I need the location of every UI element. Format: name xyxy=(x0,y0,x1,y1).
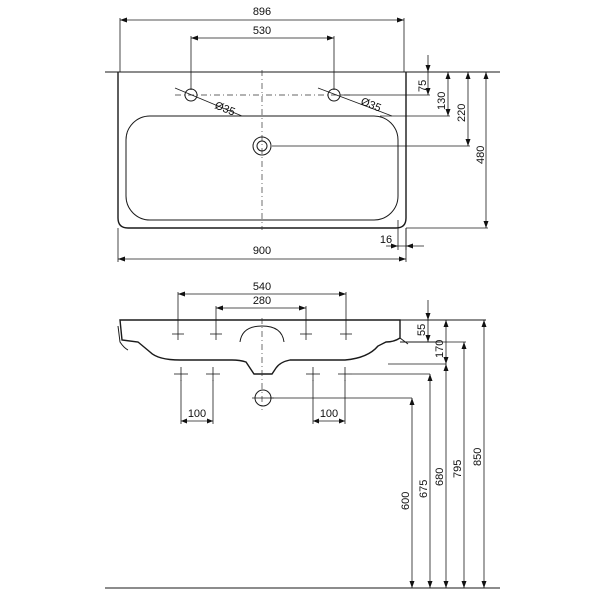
dim-850-label: 850 xyxy=(472,448,484,466)
leader-hole-left xyxy=(174,87,243,117)
dim-530-label: 530 xyxy=(253,25,271,37)
dim-130-label: 130 xyxy=(436,92,448,110)
arrows-55 xyxy=(425,313,431,342)
basin-edge-right xyxy=(399,337,409,345)
dim-675-label: 675 xyxy=(418,480,430,498)
bowl-outline-top xyxy=(125,115,399,221)
dim-540-label: 540 xyxy=(253,281,271,293)
arrows-75 xyxy=(425,65,431,95)
dim-900-label: 900 xyxy=(253,245,271,257)
dim-55-label: 55 xyxy=(416,324,428,336)
wall-holes xyxy=(174,367,352,381)
dim-795-label: 795 xyxy=(452,460,464,478)
front-view: 540 280 100 100 xyxy=(105,281,500,589)
basin-edge-left xyxy=(117,325,129,351)
dim-280-label: 280 xyxy=(253,295,271,307)
rim-holes xyxy=(172,328,352,340)
drain-inner xyxy=(256,140,268,152)
dim-75-label: 75 xyxy=(417,80,429,92)
dim-170-label: 170 xyxy=(434,340,446,358)
dim-100-left-label: 100 xyxy=(188,408,206,420)
dim-100-right-label: 100 xyxy=(320,408,338,420)
dim-16-label: 16 xyxy=(380,234,392,246)
dim-600-label: 600 xyxy=(400,492,412,510)
dim-896-label: 896 xyxy=(253,6,271,18)
leader-hole-right xyxy=(317,87,393,117)
top-view: 896 530 Ø35 Ø35 75 130 220 480 xyxy=(105,6,500,262)
drain-outer xyxy=(252,136,272,156)
dim-480-label: 480 xyxy=(475,146,487,164)
arrows-16 xyxy=(391,243,413,249)
basin-profile-front xyxy=(119,319,401,375)
dim-680-label: 680 xyxy=(434,468,446,486)
dim-220-label: 220 xyxy=(456,104,468,122)
dim-hole-right-label: Ø35 xyxy=(359,96,383,115)
bowl-inner-front xyxy=(239,325,285,343)
